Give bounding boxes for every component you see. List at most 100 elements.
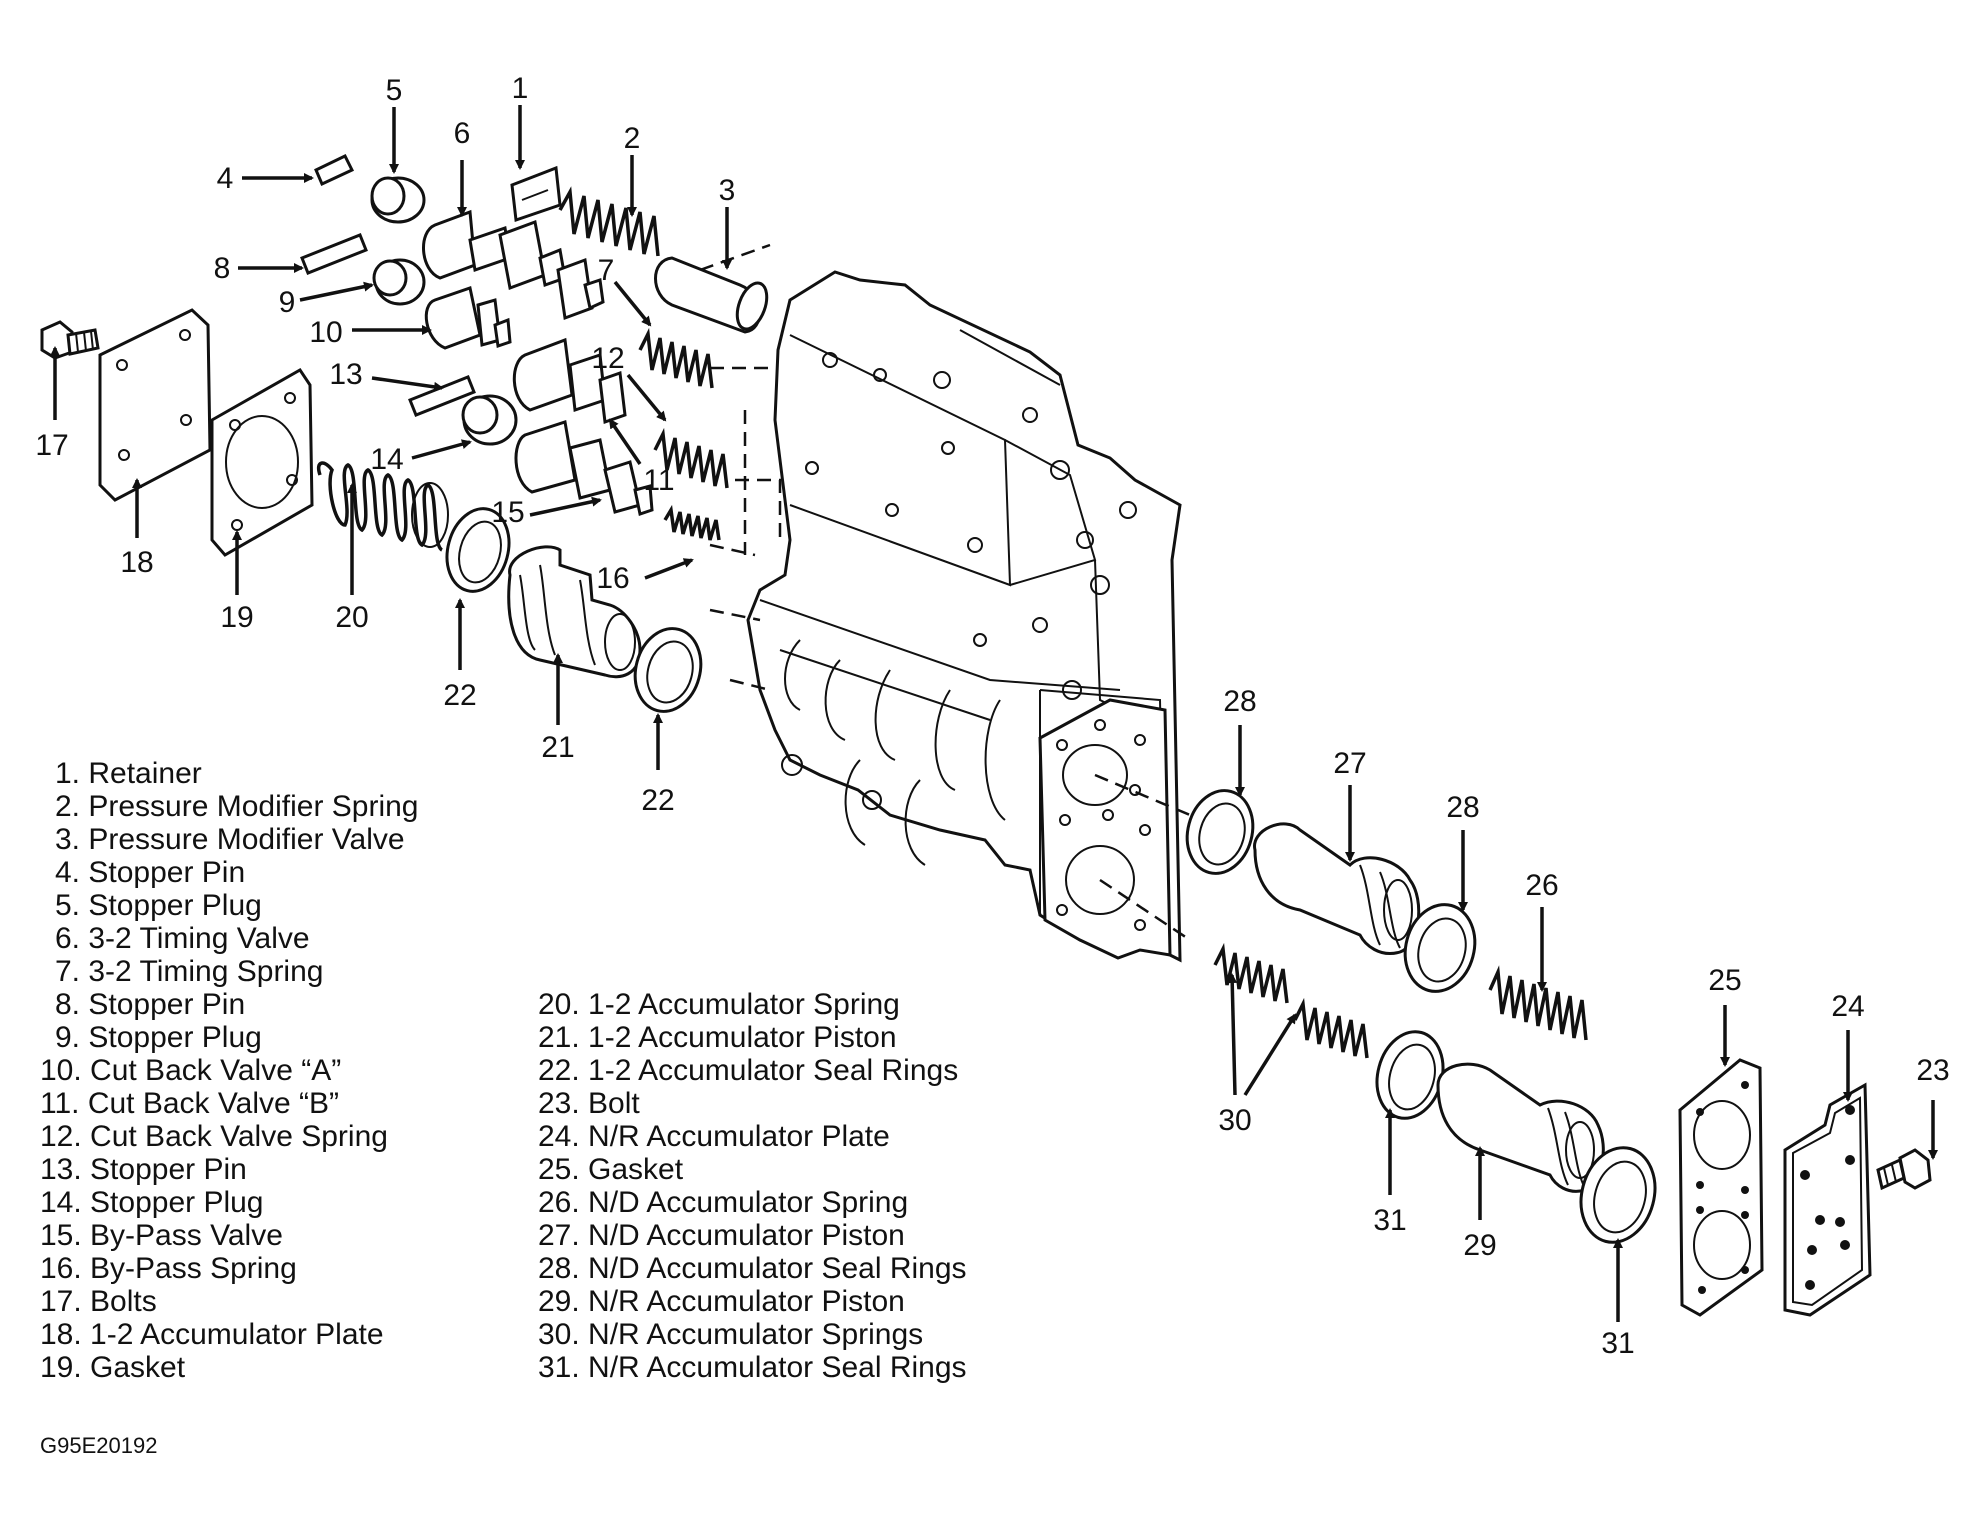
part-22-seal-ring-b	[633, 627, 703, 713]
part-14-plug	[461, 394, 518, 446]
part-11-cut-back-valve-b	[512, 337, 627, 425]
legend-right: 20. 1-2 Accumulator Spring 21. 1-2 Accum…	[538, 988, 967, 1384]
legend-item: 24. N/R Accumulator Plate	[538, 1120, 890, 1153]
legend-item: 16. By-Pass Spring	[40, 1252, 297, 1285]
part-12-spring	[653, 427, 729, 489]
legend-item: 3. Pressure Modifier Valve	[55, 823, 405, 856]
legend-item: 20. 1-2 Accumulator Spring	[538, 988, 900, 1021]
callout-30: 30	[1218, 1104, 1251, 1137]
legend-item: 5. Stopper Plug	[55, 889, 262, 922]
callout-13: 13	[329, 358, 362, 391]
callout-labels: 1 2 3 4 5 6 7 8 9 10 11 12 13 14 15 16 1…	[35, 72, 1949, 1360]
part-2-spring	[558, 186, 660, 257]
part-23-bolt	[1876, 1148, 1932, 1191]
part-6-timing-valve	[422, 209, 605, 321]
legend-item: 22. 1-2 Accumulator Seal Rings	[538, 1054, 958, 1087]
part-4-pin	[314, 154, 355, 187]
callout-11: 11	[643, 464, 674, 497]
part-27-piston	[1253, 822, 1421, 955]
callout-23: 23	[1916, 1054, 1949, 1087]
callout-16: 16	[596, 562, 629, 595]
part-5-plug	[370, 176, 426, 224]
callout-20: 20	[335, 601, 368, 634]
callout-12: 12	[591, 342, 624, 375]
legend-item: 4. Stopper Pin	[55, 856, 245, 889]
part-13-pin	[408, 375, 476, 417]
callout-29: 29	[1463, 1229, 1496, 1262]
leader-arrows	[50, 105, 1938, 1322]
callout-10: 10	[309, 316, 342, 349]
part-10-cut-back-valve-a	[424, 286, 512, 350]
legend-item: 13. Stopper Pin	[40, 1153, 247, 1186]
callout-9: 9	[279, 286, 296, 319]
callout-7: 7	[598, 254, 615, 287]
legend-item: 8. Stopper Pin	[55, 988, 245, 1021]
callout-3: 3	[719, 174, 736, 207]
legend-item: 28. N/D Accumulator Seal Rings	[538, 1252, 967, 1285]
part-20-spring	[317, 461, 449, 552]
callout-28a: 28	[1223, 685, 1256, 718]
callout-2: 2	[624, 122, 641, 155]
callout-31a: 31	[1373, 1204, 1406, 1237]
legend-item: 15. By-Pass Valve	[40, 1219, 283, 1252]
callout-14: 14	[370, 443, 403, 476]
valve-body	[746, 270, 1182, 963]
part-28-seal-ring-b	[1403, 903, 1477, 993]
legend-item: 31. N/R Accumulator Seal Rings	[538, 1351, 967, 1384]
legend-item: 7. 3-2 Timing Spring	[55, 955, 323, 988]
callout-8: 8	[214, 252, 231, 285]
legend-item: 10. Cut Back Valve “A”	[40, 1054, 341, 1087]
legend-item: 6. 3-2 Timing Valve	[55, 922, 310, 955]
legend-item: 27. N/D Accumulator Piston	[538, 1219, 905, 1252]
callout-15: 15	[491, 496, 524, 529]
part-26-spring	[1488, 965, 1588, 1041]
callout-27: 27	[1333, 747, 1366, 780]
legend-item: 17. Bolts	[40, 1285, 157, 1318]
part-25-gasket	[1678, 1058, 1764, 1317]
part-3-valve	[654, 256, 769, 334]
legend-left: 1. Retainer 2. Pressure Modifier Spring …	[40, 757, 419, 1384]
callout-6: 6	[454, 117, 471, 150]
part-16-spring	[663, 504, 721, 541]
callout-4: 4	[217, 162, 234, 195]
part-24-plate	[1783, 1082, 1872, 1317]
callout-26: 26	[1525, 869, 1558, 902]
legend-item: 26. N/D Accumulator Spring	[538, 1186, 908, 1219]
part-9-plug	[372, 258, 426, 306]
legend-item: 12. Cut Back Valve Spring	[40, 1120, 388, 1153]
figure-code: G95E20192	[40, 1433, 157, 1458]
part-29-piston	[1436, 1062, 1605, 1193]
callout-28b: 28	[1446, 791, 1479, 824]
callout-31b: 31	[1601, 1327, 1634, 1360]
part-15-by-pass-valve	[514, 420, 654, 516]
part-8-pin	[300, 233, 368, 275]
part-19-gasket	[210, 368, 314, 557]
legend-item: 21. 1-2 Accumulator Piston	[538, 1021, 897, 1054]
callout-25: 25	[1708, 964, 1741, 997]
legend-item: 18. 1-2 Accumulator Plate	[40, 1318, 384, 1351]
legend-item: 11. Cut Back Valve “B”	[40, 1087, 339, 1120]
legend-item: 1. Retainer	[55, 757, 202, 790]
callout-22a: 22	[443, 679, 476, 712]
legend-item: 14. Stopper Plug	[40, 1186, 264, 1219]
part-7-spring	[638, 327, 714, 389]
legend-item: 30. N/R Accumulator Springs	[538, 1318, 923, 1351]
legend-item: 2. Pressure Modifier Spring	[55, 790, 419, 823]
part-28-seal-ring-a	[1185, 789, 1255, 875]
legend-item: 23. Bolt	[538, 1087, 640, 1120]
callout-17: 17	[35, 429, 68, 462]
callout-18: 18	[120, 546, 153, 579]
callout-24: 24	[1831, 990, 1864, 1023]
legend-item: 9. Stopper Plug	[55, 1021, 262, 1054]
part-30-spring-b	[1293, 997, 1369, 1059]
part-22-seal-ring-a	[445, 507, 511, 593]
part-1-retainer	[510, 165, 562, 223]
alignment-lines	[699, 243, 1191, 942]
part-18-plate	[98, 308, 212, 502]
legend-item: 25. Gasket	[538, 1153, 684, 1186]
callout-21: 21	[541, 731, 574, 764]
callout-1: 1	[512, 72, 529, 105]
part-17-bolt	[40, 320, 100, 360]
